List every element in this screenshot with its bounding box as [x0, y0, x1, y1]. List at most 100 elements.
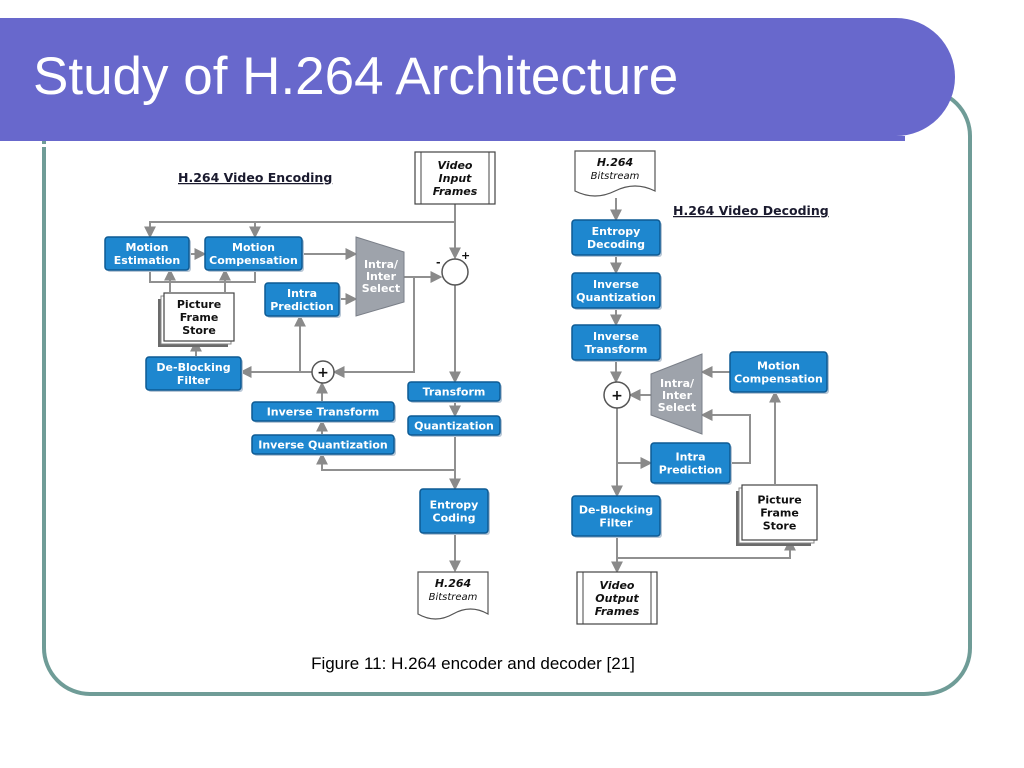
block-box	[571, 324, 661, 361]
document-shape	[574, 150, 656, 197]
junction-circle	[441, 258, 469, 286]
node-label: Compensation	[209, 254, 298, 267]
node-label: Intra	[675, 451, 705, 464]
enc-wire-store-link	[149, 271, 256, 283]
figure-caption: Figure 11: H.264 encoder and decoder [21…	[311, 654, 635, 673]
node-label: Entropy	[430, 499, 479, 512]
node-label: Input	[439, 172, 473, 185]
node-label: Motion	[126, 241, 169, 254]
node-label: Output	[595, 592, 639, 605]
encoder-quantization: Quantization	[407, 415, 502, 437]
node-label: Video	[438, 159, 473, 172]
decoder-heading: H.264 Video Decoding	[673, 203, 829, 218]
node-label: Quantization	[414, 420, 494, 433]
frames-box	[414, 151, 496, 205]
node-label: De-Blocking	[156, 361, 230, 374]
node-label: H.264	[597, 156, 633, 169]
mux-shape	[355, 236, 405, 317]
enc-wire-quant-feedback	[316, 452, 455, 471]
node-label: Picture	[757, 494, 801, 507]
decoder-reconstruct-sum: +	[603, 381, 631, 409]
node-label: De-Blocking	[579, 504, 653, 517]
block-box	[407, 415, 501, 436]
node-label: Store	[182, 324, 216, 337]
block-box	[729, 351, 828, 393]
block-box	[204, 236, 303, 271]
document-shape	[417, 571, 489, 620]
node-label: Quantization	[576, 291, 656, 304]
enc-wire-mux-to-sum	[332, 277, 415, 378]
mux-shape	[650, 353, 703, 435]
junction-circle	[311, 360, 335, 384]
node-label: Entropy	[592, 225, 641, 238]
dec-wire-intra-to-mux	[700, 409, 751, 464]
node-label: Picture	[177, 298, 221, 311]
frames-box	[576, 571, 658, 625]
junction-sign: +	[317, 365, 329, 381]
node-label: Inverse Transform	[267, 406, 380, 419]
node-label: Inter	[662, 389, 693, 402]
dec-wire-deblock-to-store	[617, 538, 796, 559]
node-label: Filter	[599, 517, 633, 530]
block-box	[650, 442, 731, 484]
node-label: Intra/	[364, 258, 399, 271]
junction-circle	[603, 381, 631, 409]
node-label: Prediction	[270, 300, 334, 313]
node-label: Coding	[433, 512, 476, 525]
node-label: Filter	[177, 374, 211, 387]
node-label: Transform	[585, 343, 648, 356]
encoder-diff-plus-sign: +	[461, 249, 470, 262]
node-label: Frames	[433, 185, 478, 198]
node-label: Intra/	[660, 377, 695, 390]
node-label: Motion	[232, 241, 275, 254]
node-label: Frame	[760, 507, 799, 520]
node-label: Inter	[366, 270, 397, 283]
node-label: Estimation	[114, 254, 180, 267]
block-box	[251, 434, 395, 455]
node-label: Inverse	[593, 330, 639, 343]
node-label: Video	[600, 579, 635, 592]
node-label: Compensation	[734, 373, 823, 386]
node-label: Frames	[595, 605, 640, 618]
node-label: H.264	[435, 577, 471, 590]
store-box	[163, 292, 235, 342]
block-box	[104, 236, 190, 271]
node-label: Transform	[423, 386, 486, 399]
node-label: Decoding	[587, 238, 645, 251]
node-label: Select	[658, 401, 696, 414]
store-box	[741, 484, 818, 541]
node-label: Inverse Quantization	[258, 439, 388, 452]
block-box	[571, 272, 661, 309]
diagram-nodes: H.264 Video EncodingVideoInputFramesMoti…	[104, 150, 829, 625]
node-label: Inverse	[593, 278, 639, 291]
encoder-inverse-quantization: Inverse Quantization	[251, 434, 396, 456]
node-label: Store	[763, 520, 797, 533]
encoder-reconstruct-sum: +	[311, 360, 335, 384]
node-label: Select	[362, 282, 400, 295]
node-label: Motion	[757, 360, 800, 373]
title-rule	[0, 136, 905, 141]
block-box	[407, 381, 501, 402]
block-box	[571, 219, 661, 256]
encoder-heading: H.264 Video Encoding	[178, 170, 332, 185]
node-label: Frame	[180, 311, 219, 324]
junction-sign: +	[611, 388, 623, 404]
block-box	[251, 401, 395, 422]
slide-title: Study of H.264 Architecture	[33, 47, 679, 106]
